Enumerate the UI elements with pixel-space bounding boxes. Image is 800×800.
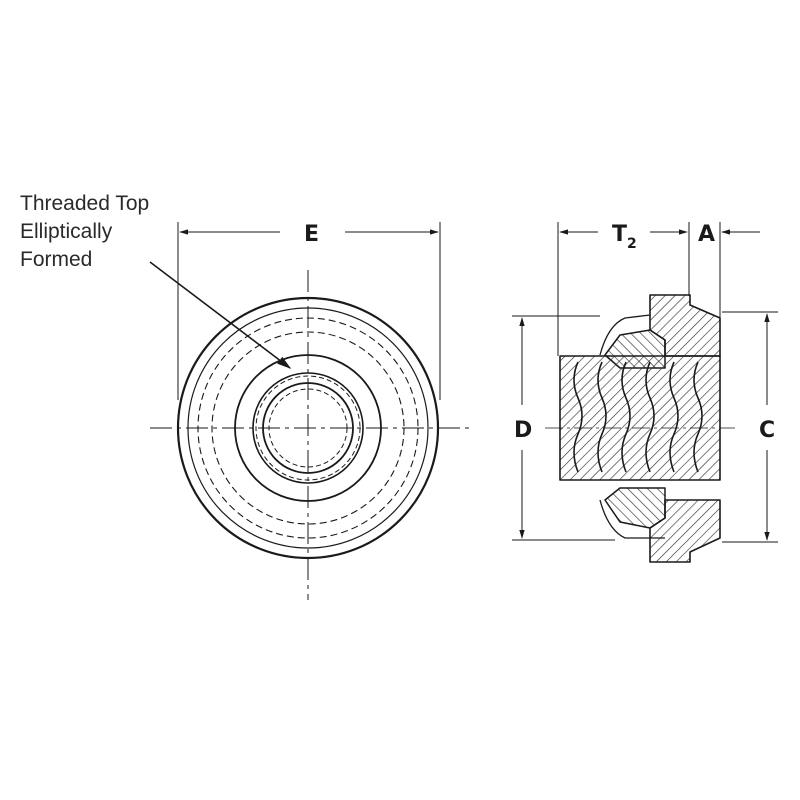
lower-collar-section [604, 487, 666, 529]
dim-label-C: C [759, 418, 775, 443]
upper-shoulder [599, 314, 651, 356]
callout-line-3: Formed [20, 248, 93, 271]
body-circle [234, 354, 382, 502]
hidden-ring-1 [197, 317, 419, 539]
thread-teeth [573, 361, 703, 473]
top-view [149, 222, 470, 600]
threaded-top-dashed [255, 375, 361, 481]
threaded-top-outer [252, 372, 364, 484]
threaded-insert-section [559, 355, 721, 481]
flange-outer-circle [176, 296, 440, 560]
callout-label: Threaded Top Elliptically Formed [20, 190, 149, 274]
threaded-bore [262, 382, 354, 474]
flange-inner-circle [187, 307, 429, 549]
callout-line-2: Elliptically [20, 220, 113, 243]
callout-line-1: Threaded Top [20, 192, 150, 215]
dim-label-T2: T2 [612, 222, 637, 252]
dim-label-E: E [304, 222, 319, 247]
section-view [512, 222, 778, 563]
lower-shoulder [599, 499, 665, 539]
dim-label-D: D [514, 418, 532, 443]
dim-label-A: A [698, 222, 715, 247]
hidden-ring-2 [211, 331, 405, 525]
thread-root-dashed [268, 388, 348, 468]
callout-leader [149, 261, 292, 369]
